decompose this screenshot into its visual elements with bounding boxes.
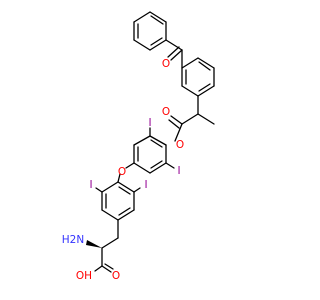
chemical-structure-diagram: O O O I I O I I H2N O OH	[62, 11, 215, 282]
hydroxyl-oxygen-label: OH	[76, 270, 92, 282]
bond-layer	[94, 11, 215, 273]
ester-oxygen-label: O	[176, 139, 184, 151]
iodine-upper-right-label: I	[177, 165, 180, 177]
iodine-upper-left-label: I	[148, 117, 151, 129]
ether-oxygen-label: O	[118, 166, 126, 178]
iodine-lower-left-label: I	[89, 179, 92, 191]
amine-nitrogen-label: H2N	[62, 234, 84, 246]
stereo-wedge-bond	[86, 240, 102, 248]
ester-carbonyl-oxygen-label: O	[162, 106, 170, 118]
ketone-oxygen-label: O	[162, 58, 170, 70]
carboxyl-oxygen-label: O	[112, 270, 120, 282]
iodine-lower-right-label: I	[144, 179, 147, 191]
atom-label-layer: O O O I I O I I H2N O OH	[62, 58, 184, 282]
